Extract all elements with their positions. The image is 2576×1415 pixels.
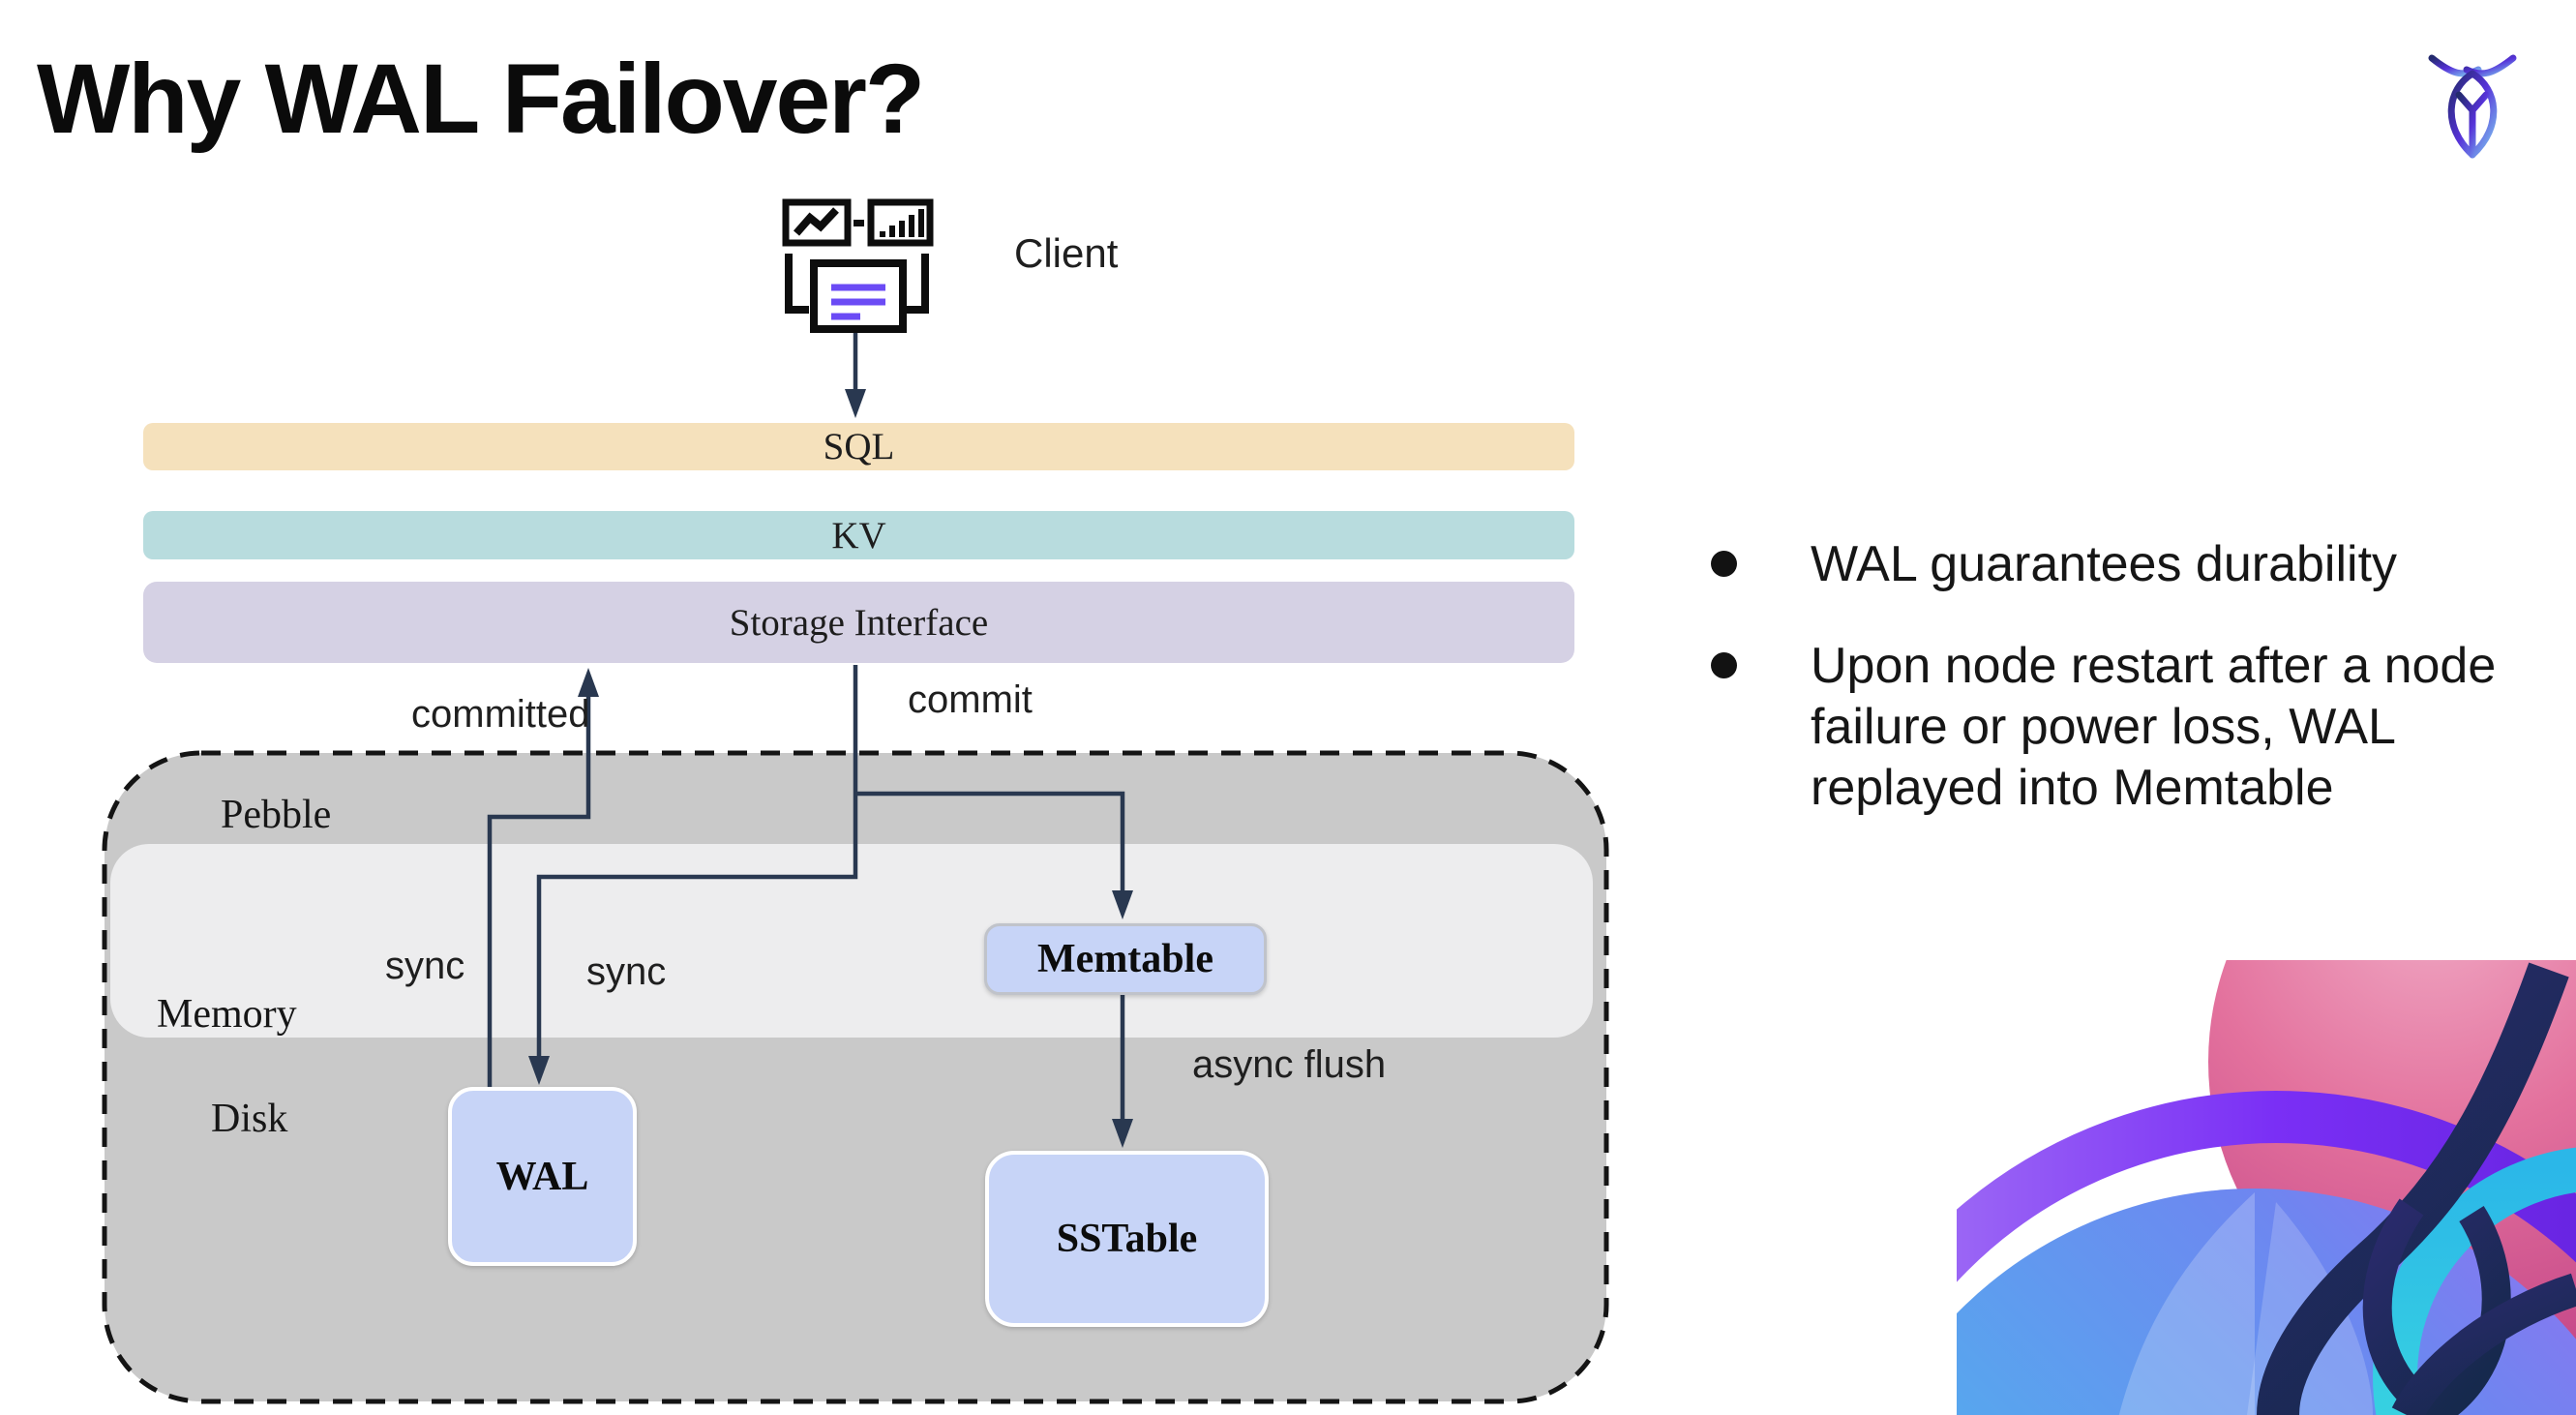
bullet-item-durability: WAL guarantees durability — [1711, 534, 2562, 595]
layer-label-kv: KV — [831, 514, 886, 557]
bullet-dot — [1711, 551, 1737, 577]
edge-label-commit: commit — [908, 678, 1033, 721]
bullet-item-replay: Upon node restart after a node failure o… — [1711, 636, 2562, 819]
bullet-text: WAL guarantees durability — [1811, 536, 2398, 592]
memory-label: Memory — [157, 992, 297, 1037]
client-icon — [782, 198, 934, 333]
edge-label-committed: committed — [411, 693, 590, 736]
sstable-node: SSTable — [985, 1151, 1269, 1327]
layer-bar-sql: SQL — [143, 423, 1574, 470]
edge-committed — [487, 695, 591, 1087]
memtable-node-label: Memtable — [1037, 937, 1213, 981]
edge-label-async-flush: async flush — [1192, 1043, 1387, 1086]
arrowhead-sstable — [1112, 1119, 1133, 1148]
disk-label: Disk — [211, 1097, 288, 1141]
arrowhead-client — [845, 389, 866, 418]
bracket-right — [905, 254, 929, 314]
layer-bar-storage-interface: Storage Interface — [143, 582, 1574, 663]
memory-band — [110, 844, 1593, 1038]
wal-node: WAL — [448, 1087, 637, 1266]
edge-label-sync-up: sync — [385, 945, 465, 987]
sstable-node-label: SSTable — [1056, 1217, 1198, 1261]
wal-node-label: WAL — [495, 1154, 589, 1199]
layer-bar-kv: KV — [143, 511, 1574, 559]
edge-label-sync-down: sync — [586, 950, 667, 993]
bracket-left — [785, 254, 809, 314]
memtable-node: Memtable — [984, 923, 1267, 995]
pebble-label: Pebble — [221, 793, 332, 837]
bullet-dot — [1711, 652, 1737, 678]
arrowhead-memtable — [1112, 890, 1133, 919]
bullet-text: Upon node restart after a node failure o… — [1811, 638, 2497, 816]
cockroachdb-logo-icon — [2428, 54, 2517, 159]
brand-art-graphic — [1957, 960, 2576, 1415]
edge-commit-to-memtable — [855, 791, 1125, 892]
page-title: Why WAL Failover? — [37, 44, 925, 154]
arrowhead-wal — [528, 1056, 550, 1085]
client-label: Client — [1014, 230, 1119, 276]
layer-label-sql: SQL — [823, 426, 895, 467]
layer-label-storage-interface: Storage Interface — [729, 601, 989, 644]
